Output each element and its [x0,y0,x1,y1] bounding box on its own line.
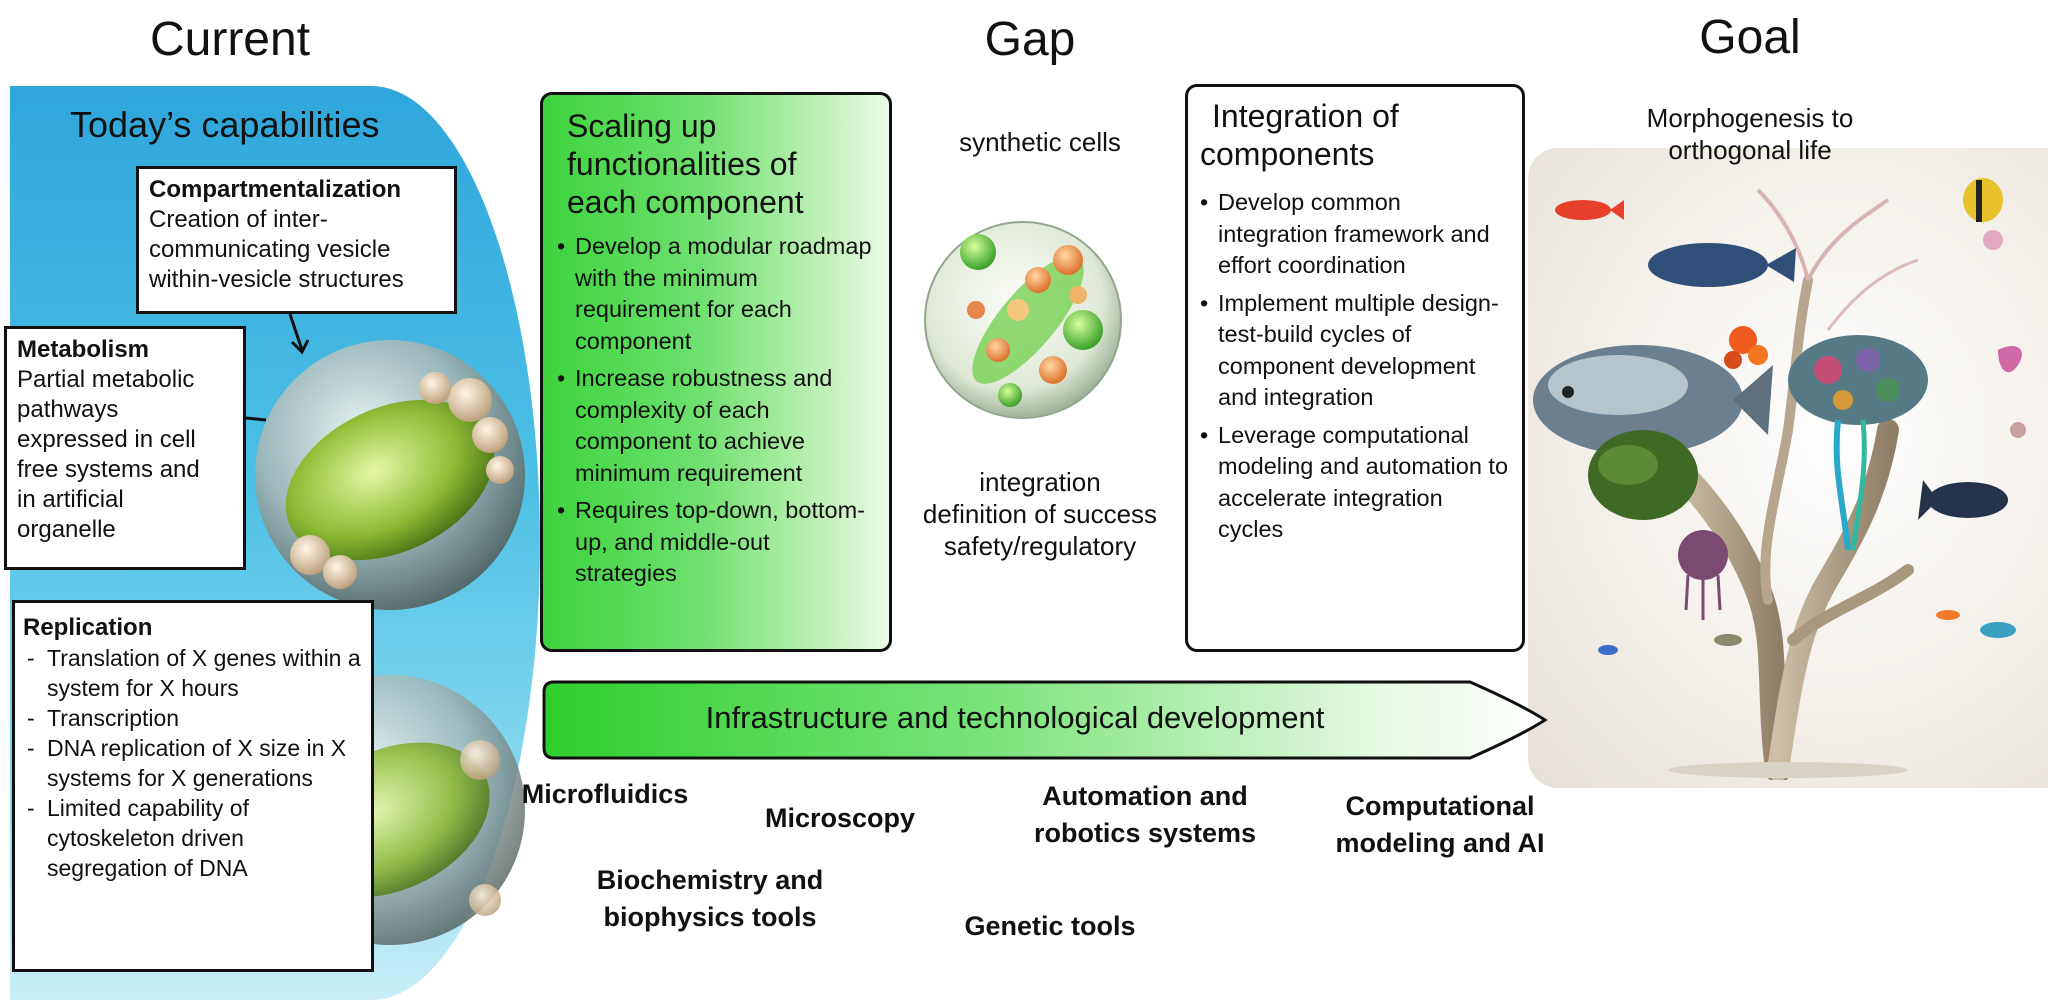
metabolism-title: Metabolism [17,336,150,363]
synthetic-cells-label: synthetic cells [959,127,1121,157]
middle-line-integration: integration [979,467,1101,497]
tool-microfluidics: Microfluidics [521,779,689,809]
goal-caption: Morphogenesis to orthogonal life [1600,102,1900,166]
tool-automation-line-2: robotics systems [1033,818,1257,848]
metabolism-text-1: Partial metabolic [17,366,195,393]
compartmentalization-box: Compartmentalization Creation of inter- … [136,166,457,314]
scaling-up-box: Scaling up functionalities of each compo… [540,92,892,652]
integration-title-2: components [1200,136,1375,172]
metabolism-text-5: in artificial [17,486,124,513]
tool-genetic: Genetic tools [964,911,1136,941]
tool-microscopy: Microscopy [764,803,916,833]
metabolism-text-3: expressed in cell [17,426,196,453]
tool-biochemistry-line-1: Biochemistry and [596,865,824,895]
header-gap: Gap [984,13,1076,66]
scaling-bullet: Develop a modular roadmap with the minim… [557,231,877,357]
scaling-bullets: Develop a modular roadmap with the minim… [557,231,877,590]
replication-item: DNA replication of X size in X systems f… [23,733,361,793]
tool-automation: Automation and robotics systems [1005,778,1285,852]
metabolism-box: Metabolism Partial metabolic pathways ex… [4,326,246,570]
scaling-bullet: Increase robustness and complexity of ea… [557,363,877,489]
replication-item: Transcription [23,703,361,733]
integration-bullets: Develop common integration framework and… [1200,187,1512,546]
integration-title-1: Integration of [1212,98,1399,134]
scaling-bullet: Requires top-down, bottom-up, and middle… [557,495,877,590]
tool-computational-line-1: Computational [1345,791,1535,821]
tool-computational-line-2: modeling and AI [1335,828,1545,858]
tool-biochemistry: Biochemistry and biophysics tools [560,862,860,936]
scaling-title-3: each component [567,184,804,220]
replication-title: Replication [23,614,153,641]
tree-of-life-illustration [1533,178,2026,780]
synthetic-cell-illustration [924,221,1122,419]
scaling-title-1: Scaling up [567,108,717,144]
integration-bullet: Implement multiple design-test-build cyc… [1200,288,1512,414]
header-current: Current [149,13,311,66]
middle-line-definition: definition of success [922,499,1158,529]
metabolism-text-4: free systems and [17,456,200,483]
integration-bullet: Leverage computational modeling and auto… [1200,420,1512,546]
infrastructure-arrow [542,680,1548,760]
metabolism-text-6: organelle [17,516,116,543]
compartmentalization-title: Compartmentalization [149,176,402,203]
replication-item: Limited capability of cytoskeleton drive… [23,793,361,883]
goal-caption-line-2: orthogonal life [1668,135,1832,165]
middle-line-safety: safety/regulatory [943,531,1137,561]
replication-item: Translation of X genes within a system f… [23,643,361,703]
compartmentalization-text-3: within-vesicle structures [149,266,404,293]
header-goal: Goal [1699,11,1801,64]
integration-definition-safety-label: integration definition of success safety… [880,466,1200,562]
integration-bullet: Develop common integration framework and… [1200,187,1512,282]
scaling-title-2: functionalities of [567,146,797,182]
goal-caption-line-1: Morphogenesis to [1646,103,1854,133]
tool-computational: Computational modeling and AI [1300,788,1580,862]
compartmentalization-text-1: Creation of inter- [149,206,328,233]
tool-biochemistry-line-2: biophysics tools [603,902,817,932]
panel-title-today: Today’s capabilities [70,104,380,145]
metabolism-text-2: pathways [17,396,119,423]
integration-box: Integration of components Develop common… [1185,84,1525,652]
infrastructure-arrow-label: Infrastructure and technological develop… [705,700,1325,735]
replication-box: Replication Translation of X genes withi… [12,600,374,972]
tool-automation-line-1: Automation and [1042,781,1248,811]
compartmentalization-text-2: communicating vesicle [149,236,391,263]
replication-list: Translation of X genes within a system f… [23,643,361,883]
